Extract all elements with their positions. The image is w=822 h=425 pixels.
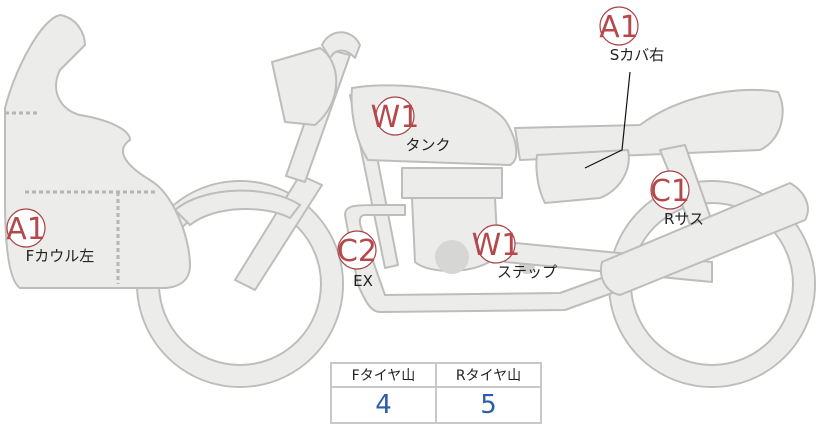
- marker-s-cover-right[interactable]: A1 Sカバ右: [599, 6, 665, 64]
- side-cover: [535, 149, 630, 204]
- handlebar: [321, 31, 361, 59]
- table-row: 4 5: [330, 386, 542, 424]
- marker-tank[interactable]: W1 タンク: [371, 96, 451, 154]
- exhaust-pipe: [344, 204, 616, 313]
- marker-grade: A1: [6, 212, 46, 247]
- marker-label: Rサス: [664, 210, 704, 228]
- marker-label: EX: [353, 272, 373, 290]
- marker-grade: W1: [472, 228, 521, 263]
- marker-grade: C2: [337, 234, 377, 269]
- rear-tire-tread-value: 5: [435, 386, 542, 424]
- marker-exhaust[interactable]: C2 EX: [337, 230, 377, 290]
- front-cowl: [4, 14, 191, 289]
- meter-cover: [271, 47, 338, 126]
- marker-label: ステップ: [497, 263, 557, 281]
- rear-tire-tread-header: Rタイヤ山: [435, 362, 542, 388]
- marker-grade: C1: [650, 174, 690, 209]
- marker-label: タンク: [405, 136, 450, 154]
- marker-r-suspension[interactable]: C1 Rサス: [650, 170, 704, 228]
- front-tire-tread-value: 4: [330, 386, 437, 424]
- tire-tread-table: Fタイヤ山 Rタイヤ山 4 5: [330, 362, 542, 424]
- front-tire-tread-header: Fタイヤ山: [330, 362, 437, 388]
- marker-grade: W1: [371, 100, 420, 135]
- marker-label: Fカウル左: [26, 247, 95, 265]
- front-fender: [174, 189, 301, 226]
- seat: [514, 88, 784, 161]
- muffler: [600, 182, 809, 296]
- s-cover-leader-line: [584, 71, 631, 169]
- front-fork: [234, 174, 323, 291]
- marker-grade: A1: [599, 10, 639, 45]
- marker-f-cowl-left[interactable]: A1 Fカウル左: [6, 208, 95, 265]
- marker-label: Sカバ右: [610, 46, 665, 64]
- marker-step[interactable]: W1 ステップ: [472, 224, 557, 281]
- engine-top: [401, 167, 503, 199]
- engine-case-cover: [435, 240, 469, 274]
- table-header-row: Fタイヤ山 Rタイヤ山: [330, 362, 542, 388]
